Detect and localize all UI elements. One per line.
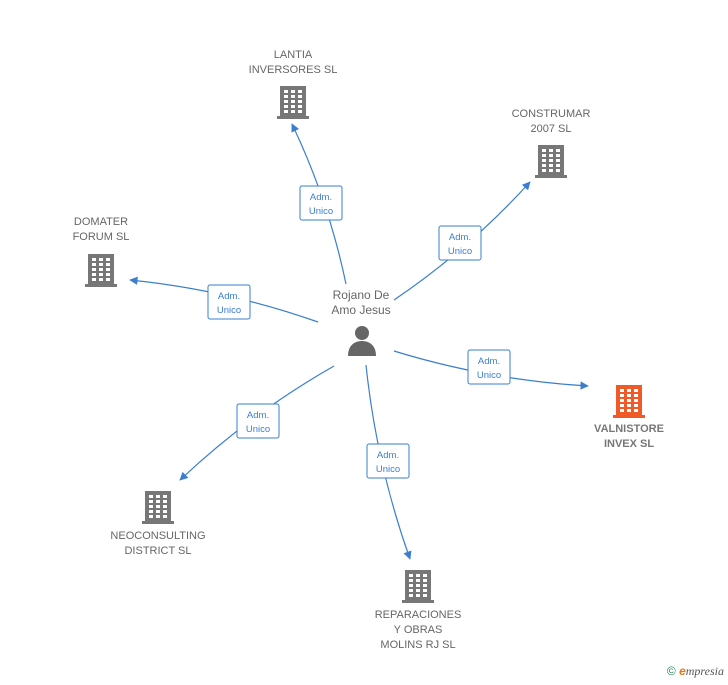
person-name-line2: Amo Jesus [331, 303, 390, 317]
edge-reparaciones: Adm. Unico [365, 364, 412, 560]
company-name-line: FORUM SL [73, 231, 130, 243]
edge-label-reparaciones[interactable]: Adm. Unico [366, 443, 410, 479]
edge-label-line2: Unico [376, 464, 400, 475]
building-icon [535, 145, 567, 178]
company-node-valnistore[interactable]: VALNISTORE INVEX SL [594, 385, 664, 450]
edge-label-line1: Adm. [310, 192, 332, 203]
edge-label-line2: Unico [217, 305, 241, 316]
edge-label-line1: Adm. [377, 450, 399, 461]
edge-label-box [438, 225, 482, 261]
edge-label-box [236, 403, 280, 439]
edge-label-line2: Unico [448, 246, 472, 257]
company-name-line: NEOCONSULTING [110, 530, 205, 542]
company-name-line: Y OBRAS [394, 624, 443, 636]
edge-lantia: Adm. Unico [291, 123, 347, 285]
company-name-line: CONSTRUMAR [512, 108, 591, 120]
edge-label-line1: Adm. [247, 410, 269, 421]
person-icon [348, 326, 376, 356]
edge-label-valnistore[interactable]: Adm. Unico [467, 349, 511, 385]
company-node-reparaciones[interactable]: REPARACIONES Y OBRAS MOLINS RJ SL [375, 570, 462, 651]
edge-label-line2: Unico [309, 206, 333, 217]
company-name-line: DISTRICT SL [124, 545, 191, 557]
edge-label-line1: Adm. [478, 356, 500, 367]
edge-neoconsulting: Adm. Unico [179, 365, 335, 481]
building-icon [277, 86, 309, 119]
company-node-construmar[interactable]: CONSTRUMAR 2007 SL [512, 108, 591, 178]
company-name-line: INVERSORES SL [249, 64, 338, 76]
building-icon [402, 570, 434, 603]
edge-label-box [366, 443, 410, 479]
company-name-line: LANTIA [274, 49, 313, 61]
company-name-line: 2007 SL [531, 123, 572, 135]
edge-label-line1: Adm. [449, 232, 471, 243]
building-icon [613, 385, 645, 418]
edge-valnistore: Adm. Unico [393, 349, 589, 390]
edge-label-neoconsulting[interactable]: Adm. Unico [236, 403, 280, 439]
building-icon [85, 254, 117, 287]
company-node-domater[interactable]: DOMATER FORUM SL [73, 216, 130, 287]
edge-domater: Adm. Unico [129, 276, 319, 323]
company-name-line: INVEX SL [604, 438, 654, 450]
edge-label-lantia[interactable]: Adm. Unico [299, 185, 343, 221]
edge-label-line1: Adm. [218, 291, 240, 302]
edge-label-construmar[interactable]: Adm. Unico [438, 225, 482, 261]
edge-label-line2: Unico [477, 370, 501, 381]
company-name-line: MOLINS RJ SL [380, 639, 455, 651]
person-node[interactable]: Rojano De Amo Jesus [331, 288, 391, 356]
edges-layer: Adm.UnicoAdm.UnicoAdm.UnicoAdm.UnicoAdm.… [129, 123, 589, 560]
footer-brand: © empresia [667, 664, 724, 679]
company-node-neoconsulting[interactable]: NEOCONSULTING DISTRICT SL [110, 491, 206, 557]
company-name-line: DOMATER [74, 216, 128, 228]
copyright-symbol: © [666, 664, 676, 678]
building-icon [142, 491, 174, 524]
company-name-line: REPARACIONES [375, 609, 462, 621]
edge-label-line2: Unico [246, 424, 270, 435]
edge-label-domater[interactable]: Adm. Unico [207, 284, 251, 320]
companies-layer: LANTIA INVERSORES SL CONSTRUMAR 2007 SL DOMA… [73, 49, 664, 651]
edge-label-box [299, 185, 343, 221]
brand-logo-text: mpresia [685, 664, 724, 678]
edge-label-box [207, 284, 251, 320]
edge-construmar: Adm. Unico [393, 181, 531, 301]
person-name-line1: Rojano De [333, 288, 390, 302]
company-node-lantia[interactable]: LANTIA INVERSORES SL [249, 49, 338, 119]
brand-logo-e: e [679, 664, 686, 678]
edge-label-box [467, 349, 511, 385]
company-name-line: VALNISTORE [594, 423, 664, 435]
